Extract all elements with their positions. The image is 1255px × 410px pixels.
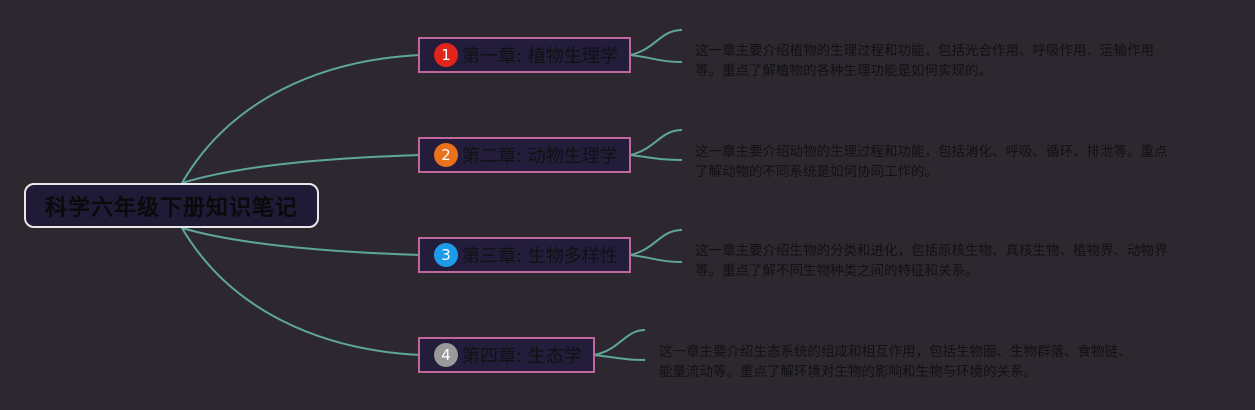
root-to-chapter-3-link	[181, 227, 421, 256]
root-to-chapter-2-link	[181, 154, 421, 184]
chapter-desc-4: 这一章主要介绍生态系统的组成和相互作用，包括生物圈、生物群落、食物链、 能量流动…	[659, 342, 1132, 382]
chapter-title-4: 第四章: 生态学	[462, 346, 582, 367]
chapter-4-to-desc-top	[593, 329, 646, 356]
chapter-1-to-desc-top	[629, 29, 683, 56]
desc-line: 这一章主要介绍动物的生理过程和功能，包括消化、呼吸、循环、排泄等。重点	[695, 144, 1168, 160]
number-badge-4: 4	[434, 343, 458, 367]
chapter-3-to-desc-top	[629, 229, 683, 256]
chapter-2-to-desc-top	[629, 129, 683, 156]
root-to-chapter-1-link	[181, 54, 421, 184]
chapter-title-2: 第二章: 动物生理学	[462, 146, 618, 167]
chapter-3-to-desc-bottom	[629, 254, 683, 263]
root-node[interactable]: 科学六年级下册知识笔记	[24, 183, 319, 228]
desc-line: 这一章主要介绍生态系统的组成和相互作用，包括生物圈、生物群落、食物链、	[659, 344, 1132, 360]
desc-line: 这一章主要介绍植物的生理过程和功能，包括光合作用、呼吸作用、运输作用	[695, 43, 1154, 59]
root-title: 科学六年级下册知识笔记	[44, 195, 298, 221]
desc-line: 能量流动等。重点了解环境对生物的影响和生物与环境的关系。	[659, 364, 1037, 380]
chapter-node-4[interactable]: 4 第四章: 生态学	[418, 337, 595, 373]
root-to-chapter-4-link	[181, 227, 421, 356]
chapter-node-3[interactable]: 3 第三章: 生物多样性	[418, 237, 631, 273]
chapter-4-to-desc-bottom	[593, 354, 646, 361]
chapter-desc-1: 这一章主要介绍植物的生理过程和功能，包括光合作用、呼吸作用、运输作用 等。重点了…	[695, 41, 1154, 81]
chapter-desc-2: 这一章主要介绍动物的生理过程和功能，包括消化、呼吸、循环、排泄等。重点 了解动物…	[695, 142, 1168, 182]
desc-line: 这一章主要介绍生物的分类和进化，包括原核生物、真核生物、植物界、动物界	[695, 243, 1168, 259]
number-badge-2: 2	[434, 143, 458, 167]
chapter-1-to-desc-bottom	[629, 54, 683, 63]
desc-line: 了解动物的不同系统是如何协同工作的。	[695, 164, 938, 180]
chapter-2-to-desc-bottom	[629, 154, 683, 161]
number-badge-1: 1	[434, 43, 458, 67]
chapter-title-3: 第三章: 生物多样性	[462, 246, 618, 267]
number-badge-3: 3	[434, 243, 458, 267]
desc-line: 等。重点了解不同生物种类之间的特征和关系。	[695, 263, 979, 279]
chapter-desc-3: 这一章主要介绍生物的分类和进化，包括原核生物、真核生物、植物界、动物界 等。重点…	[695, 241, 1168, 281]
chapter-title-1: 第一章: 植物生理学	[462, 46, 618, 67]
chapter-node-1[interactable]: 1 第一章: 植物生理学	[418, 37, 631, 73]
desc-line: 等。重点了解植物的各种生理功能是如何实现的。	[695, 63, 992, 79]
chapter-node-2[interactable]: 2 第二章: 动物生理学	[418, 137, 631, 173]
